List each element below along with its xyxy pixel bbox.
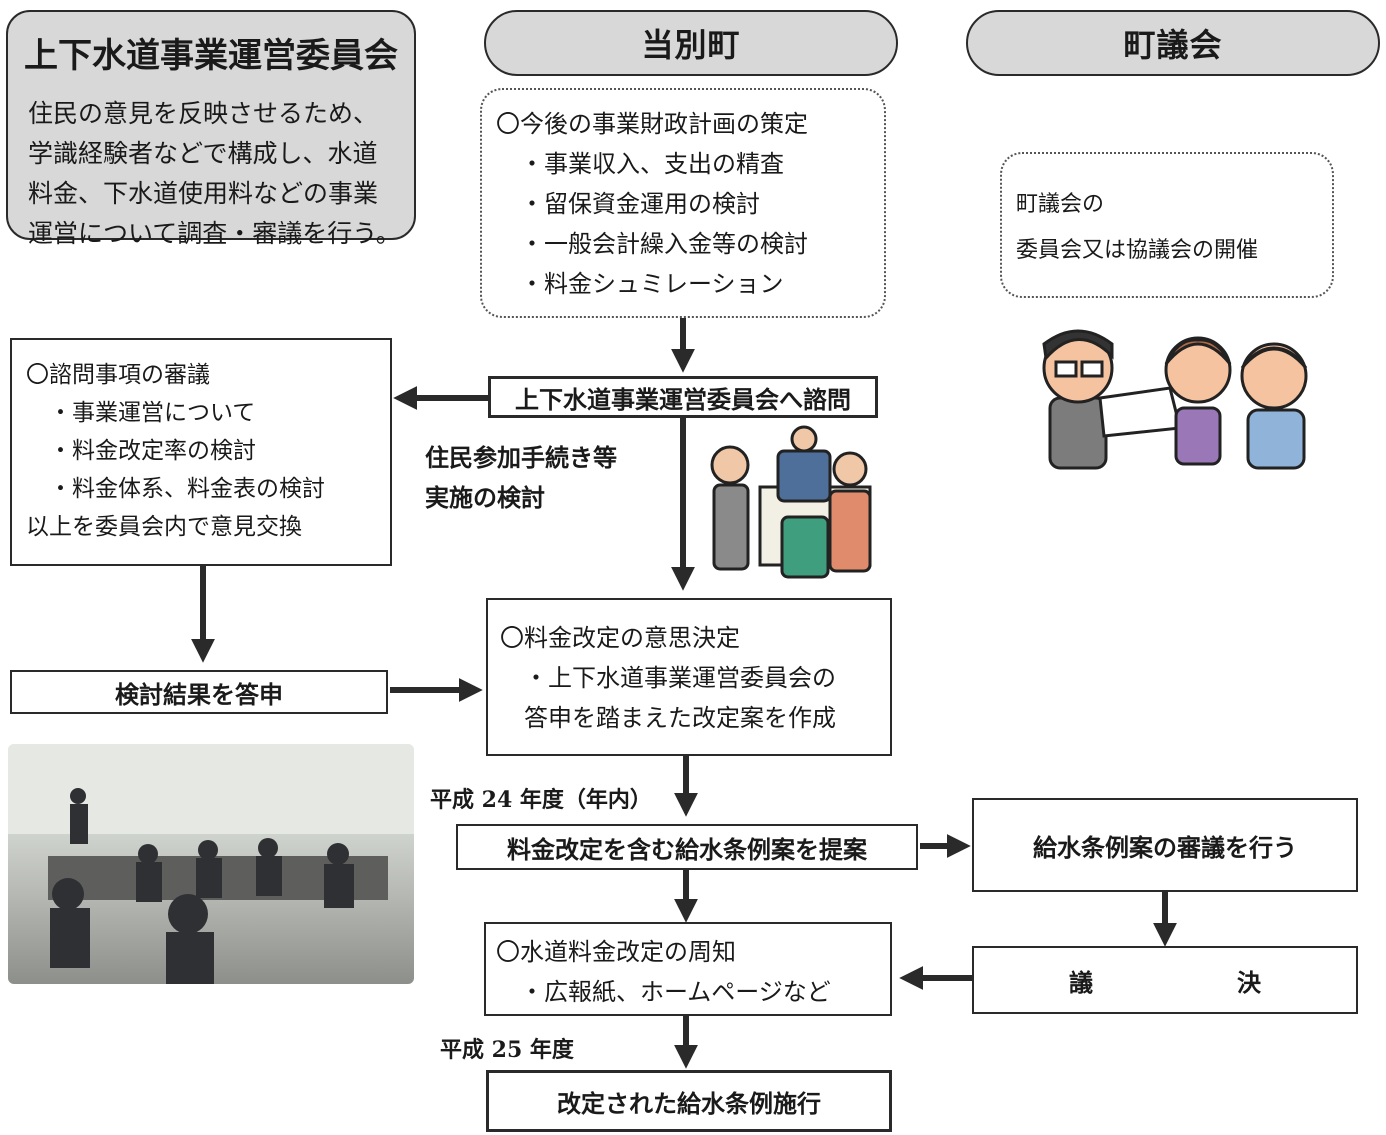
notice-box: 〇水道料金改定の周知 ・広報紙、ホームページなど	[484, 922, 892, 1016]
report-box: 検討結果を答申	[10, 670, 388, 714]
committee-meeting-photo	[8, 744, 414, 984]
committee-info-box: 上下水道事業運営委員会 住民の意見を反映させるため、 学識経験者などで構成し、水…	[6, 10, 416, 248]
council-members-illustration	[1042, 329, 1308, 470]
deliberation-box: 〇諮問事項の審議 ・事業運営について ・料金改定率の検討 ・料金体系、料金表の検…	[10, 338, 392, 566]
financial-plan-box: 〇今後の事業財政計画の策定 ・事業収入、支出の精査 ・留保資金運用の検討 ・一般…	[480, 88, 886, 318]
committee-title: 上下水道事業運営委員会	[24, 36, 398, 76]
decision-box: 〇料金改定の意思決定 ・上下水道事業運営委員会の 答申を踏まえた改定案を作成	[486, 598, 892, 756]
enforcement-box: 改定された給水条例施行	[486, 1070, 892, 1132]
proposal-box: 料金改定を含む給水条例案を提案	[456, 824, 918, 870]
fy24-label: 平成 24 年度（年内）	[430, 787, 652, 813]
inquiry-box: 上下水道事業運営委員会へ諮問	[488, 376, 878, 418]
council-meeting-box: 町議会の 委員会又は協議会の開催	[1000, 152, 1334, 298]
resolution-box: 議 決	[972, 946, 1358, 1014]
ordinance-review-box: 給水条例案の審議を行う	[972, 798, 1358, 892]
fy25-label: 平成 25 年度	[440, 1037, 574, 1063]
town-header: 当別町	[484, 10, 898, 76]
participation-note: 住民参加手続き等 実施の検討	[425, 444, 617, 512]
council-header: 町議会	[966, 10, 1380, 76]
inspection-illustration	[710, 425, 872, 579]
committee-description: 住民の意見を反映させるため、 学識経験者などで構成し、水道 料金、下水道使用料な…	[28, 99, 401, 248]
